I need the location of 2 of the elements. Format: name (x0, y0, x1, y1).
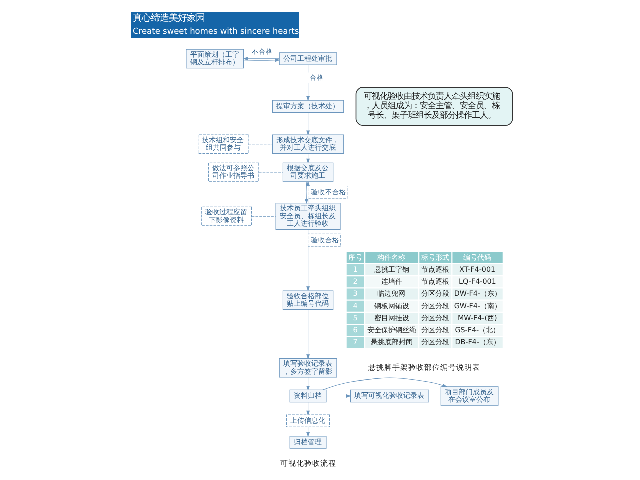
label: 真心缔造美好家园 (132, 13, 205, 24)
label: Create sweet homes with sincere hearts (132, 26, 300, 36)
